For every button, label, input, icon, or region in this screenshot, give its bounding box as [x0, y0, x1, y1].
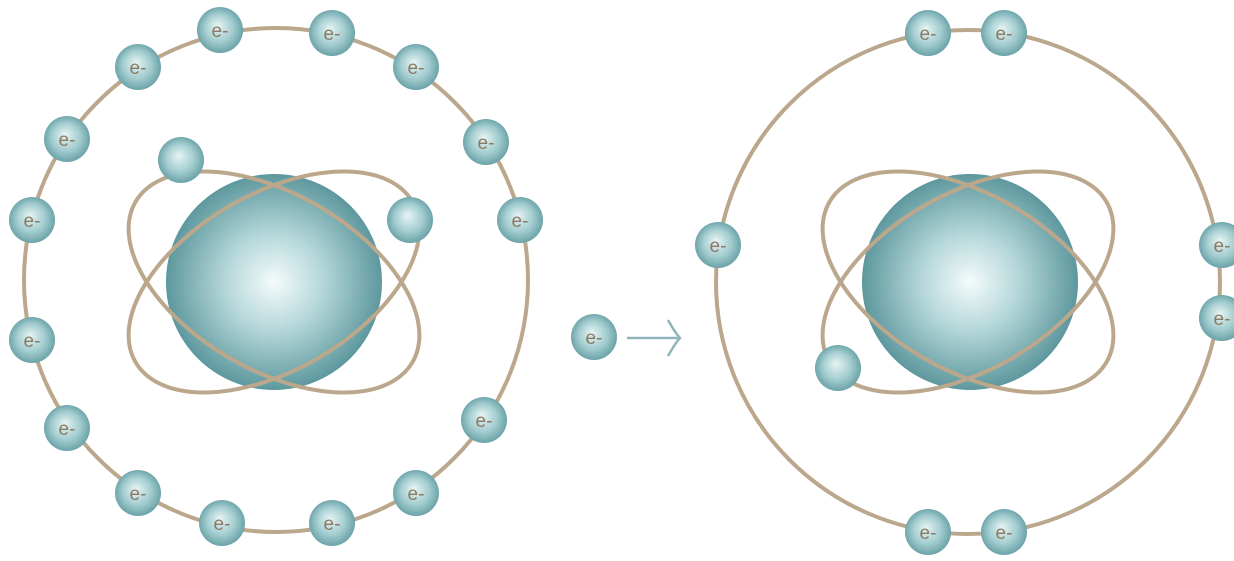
left-outer-electron-label: e-	[59, 130, 76, 151]
left-outer-electron-label: e-	[478, 133, 495, 154]
left-outer-electron-label: e-	[408, 58, 425, 79]
left-outer-electron: e-	[9, 317, 55, 363]
left-outer-electron: e-	[44, 116, 90, 162]
left-outer-electron: e-	[197, 7, 243, 53]
left-outer-electron-label: e-	[324, 24, 341, 45]
left-outer-electron-label: e-	[59, 419, 76, 440]
left-outer-electron-label: e-	[476, 411, 493, 432]
left-atom: e-e-e-e-e-e-e-e-e-e-e-e-e-e-e-	[9, 7, 543, 546]
right-outer-electron-label: e-	[1214, 309, 1231, 330]
left-outer-electron: e-	[115, 44, 161, 90]
left-outer-electron: e-	[463, 119, 509, 165]
left-nucleus	[166, 174, 382, 390]
left-outer-electron-label: e-	[24, 331, 41, 352]
right-outer-electron: e-	[981, 10, 1027, 56]
incoming-electron-group: e-	[571, 314, 680, 360]
right-outer-electron: e-	[905, 10, 951, 56]
left-inner-particle	[387, 197, 433, 243]
right-outer-electron: e-	[1199, 295, 1234, 341]
incoming-electron: e-	[571, 314, 617, 360]
right-outer-electron-label: e-	[710, 236, 727, 257]
right-outer-electron-label: e-	[1214, 236, 1231, 257]
left-outer-electron-label: e-	[130, 484, 147, 505]
left-outer-electron-label: e-	[24, 211, 41, 232]
left-inner-particle	[158, 137, 204, 183]
left-outer-electron: e-	[309, 10, 355, 56]
left-outer-electron: e-	[393, 44, 439, 90]
left-outer-electron: e-	[461, 397, 507, 443]
right-outer-electron: e-	[695, 222, 741, 268]
right-outer-electron: e-	[905, 509, 951, 555]
right-outer-electron-label: e-	[920, 24, 937, 45]
right-outer-electron: e-	[1199, 222, 1234, 268]
left-outer-electron-label: e-	[214, 514, 231, 535]
left-outer-electron: e-	[44, 405, 90, 451]
left-outer-electron: e-	[9, 197, 55, 243]
right-inner-particle	[815, 345, 861, 391]
left-outer-electron: e-	[497, 197, 543, 243]
incoming-electron-label: e-	[586, 328, 603, 349]
arrow-right-icon	[627, 320, 680, 356]
left-outer-electron-label: e-	[512, 211, 529, 232]
left-outer-electron-label: e-	[324, 514, 341, 535]
left-outer-electron-label: e-	[130, 58, 147, 79]
left-outer-electron: e-	[309, 500, 355, 546]
left-outer-electron-label: e-	[212, 21, 229, 42]
right-outer-electron-label: e-	[920, 523, 937, 544]
left-outer-electron: e-	[199, 500, 245, 546]
right-atom: e-e-e-e-e-e-e-	[695, 10, 1234, 555]
right-outer-electron: e-	[981, 509, 1027, 555]
left-outer-electron: e-	[115, 470, 161, 516]
right-nucleus	[862, 174, 1078, 390]
right-outer-electron-label: e-	[996, 523, 1013, 544]
left-outer-electron-label: e-	[408, 484, 425, 505]
left-outer-electron: e-	[393, 470, 439, 516]
right-outer-electron-label: e-	[996, 24, 1013, 45]
